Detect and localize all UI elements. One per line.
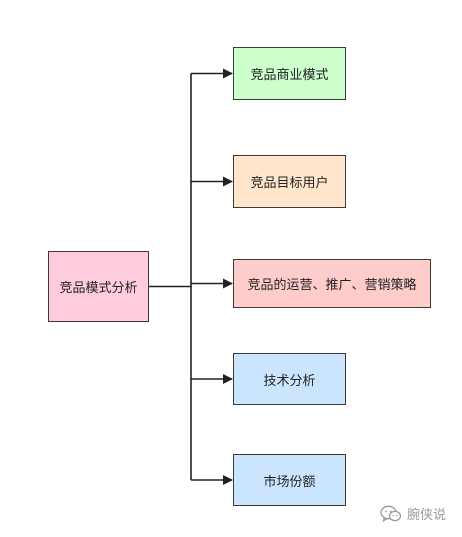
child-node-label: 竞品目标用户 xyxy=(250,176,329,191)
child-node-label: 技术分析 xyxy=(263,373,316,389)
child-node-label: 竞品商业模式 xyxy=(250,68,329,83)
child-node-label: 市场份额 xyxy=(263,474,316,490)
child-node-target-users: 竞品目标用户 xyxy=(233,155,346,208)
watermark-text: 腕侠说 xyxy=(406,508,446,523)
child-node-operations-strategy: 竞品的运营、推广、营销策略 xyxy=(233,259,431,308)
root-node-label: 竞品模式分析 xyxy=(59,281,138,296)
child-node-label: 竞品的运营、推广、营销策略 xyxy=(247,278,417,293)
wechat-icon xyxy=(380,505,402,522)
child-node-market-share: 市场份额 xyxy=(233,454,346,506)
root-node: 竞品模式分析 xyxy=(48,251,149,322)
child-node-tech-analysis: 技术分析 xyxy=(233,353,346,405)
child-node-business-model: 竞品商业模式 xyxy=(233,47,346,100)
watermark: 腕侠说 xyxy=(380,504,446,523)
